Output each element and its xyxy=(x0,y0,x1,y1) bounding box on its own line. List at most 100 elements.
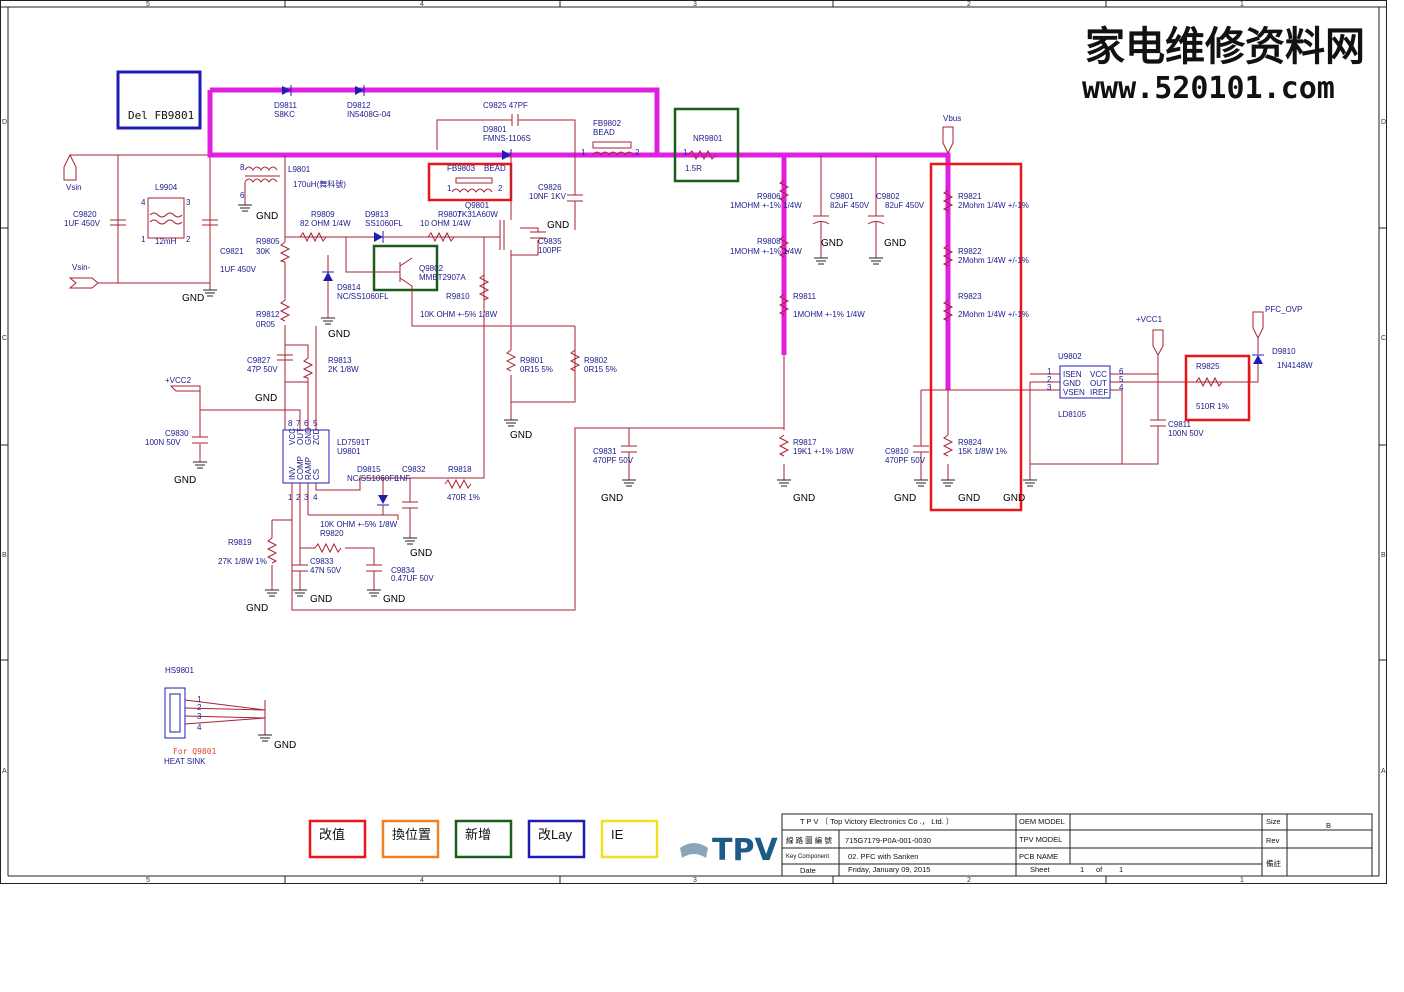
r9820-ref: R9820 xyxy=(320,529,344,538)
u9802-pin2-num: 2 xyxy=(1047,375,1052,384)
fb9803-ref: FB9803 xyxy=(447,164,476,173)
c9827-value: 47P 50V xyxy=(247,365,278,374)
gnd-label-c9831: GND xyxy=(601,493,623,504)
c9810-ref: C9810 xyxy=(885,447,909,456)
c9835-ref: C9835 xyxy=(538,237,562,246)
u9801-pin4-num: 4 xyxy=(313,493,318,502)
r9824-value: 15K 1/8W 1% xyxy=(958,447,1007,456)
watermark-url: www.520101.com xyxy=(1082,71,1335,106)
l9801-inductor xyxy=(244,166,278,171)
nr9801-thermistor xyxy=(687,149,717,161)
col-label-5-bottom: 5 xyxy=(146,877,150,884)
hs9801-ref: HS9801 xyxy=(165,666,194,675)
row-label-c: C xyxy=(2,335,7,342)
net-label-vsin-neg: Vsin- xyxy=(72,263,91,272)
q9801-mosfet xyxy=(499,155,512,325)
tb-oem-model-label: OEM MODEL xyxy=(1019,817,1065,826)
d9812-value: IN5408G-04 xyxy=(347,110,391,119)
r9810-value: 10K OHM +-5% 1/8W xyxy=(420,310,498,319)
hs9801-heatsink xyxy=(164,687,186,739)
row-label-d-right: D xyxy=(1381,119,1386,126)
col-label-2: 2 xyxy=(967,1,971,8)
r9822-resistor xyxy=(942,244,954,267)
u9801-pin2-num: 2 xyxy=(296,493,301,502)
c9811-value: 100N 50V xyxy=(1168,429,1204,438)
tb-remark-label: 備註 xyxy=(1266,858,1282,868)
gnd-label-r9824: GND xyxy=(958,493,980,504)
u9802-pin5-num: 5 xyxy=(1119,375,1124,384)
r9823-ref: R9823 xyxy=(958,292,982,301)
gnd-label-d9814: GND xyxy=(328,329,350,340)
tb-key-component-label: Key Component xyxy=(786,854,829,860)
gnd-label-c9827: GND xyxy=(255,393,277,404)
d9814-ref: D9814 xyxy=(337,283,361,292)
r9820-value: 10K OHM +-5% 1/8W xyxy=(320,520,398,529)
r9811-ref: R9811 xyxy=(793,292,817,301)
r9821-value: 2Mohm 1/4W +/-1% xyxy=(958,201,1029,210)
c9830-value: 100N 50V xyxy=(145,438,181,447)
u9801-pin-vcc: VCC xyxy=(288,428,297,445)
d9812-diode xyxy=(355,85,365,96)
c9832-value: 1NF xyxy=(395,474,410,483)
l9904-ref: L9904 xyxy=(155,183,178,192)
r9817-value: 19K1 +-1% 1/8W xyxy=(793,447,854,456)
c9833-ref: C9833 xyxy=(310,557,334,566)
r9809-ref: R9809 xyxy=(311,210,335,219)
u9801-value: LD7591T xyxy=(337,438,370,447)
vbus-port xyxy=(942,126,954,155)
d9814-diode xyxy=(322,271,334,281)
r9819-ref: R9819 xyxy=(228,538,252,547)
r9808-ref: R9808 xyxy=(757,237,781,246)
c9832-ref: C9832 xyxy=(402,465,426,474)
r9810-ref: R9810 xyxy=(446,292,470,301)
c9802-value: 82uF 450V xyxy=(885,201,925,210)
c9831-ref: C9831 xyxy=(593,447,617,456)
r9811-value: 1MOHM +-1% 1/4W xyxy=(793,310,865,319)
fb9803-value: BEAD xyxy=(484,164,506,173)
gnd-label-hs9801: GND xyxy=(274,740,296,751)
vcc2-port xyxy=(169,385,201,392)
u9802-pin6-num: 6 xyxy=(1119,367,1124,376)
r9802-ref: R9802 xyxy=(584,356,608,365)
nr9801-value: 1.5R xyxy=(685,164,702,173)
gnd-label-c9833: GND xyxy=(310,594,332,605)
gnd-label-l9801: GND xyxy=(256,211,278,222)
d9812-ref: D9812 xyxy=(347,101,371,110)
d9811-value: S8KC xyxy=(274,110,295,119)
q9802-value: MMBT2907A xyxy=(419,273,466,282)
net-label-vsin: Vsin xyxy=(66,183,82,192)
r9812-value: 0R05 xyxy=(256,320,276,329)
r9825-value: 510R 1% xyxy=(1196,402,1229,411)
r9821-resistor xyxy=(942,189,954,212)
d9815-diode xyxy=(377,495,389,506)
l9801-pin8: 8 xyxy=(240,163,245,172)
q9802-transistor xyxy=(345,237,575,327)
gnd-label-input: GND xyxy=(182,293,204,304)
fb9802-ref: FB9802 xyxy=(593,119,622,128)
change-legend: 改值 換位置 新增 改Lay IE xyxy=(308,819,659,859)
u9802-ic xyxy=(1059,365,1111,399)
tb-size-label: Size xyxy=(1266,817,1281,826)
nr9801-ref: NR9801 xyxy=(693,134,723,143)
r9805-value: 30K xyxy=(256,247,271,256)
u9802-value: LD8105 xyxy=(1058,410,1087,419)
r9805-resistor xyxy=(279,241,291,263)
row-label-c-right: C xyxy=(1381,335,1386,342)
r9806-resistor xyxy=(778,179,790,202)
row-label-a-right: A xyxy=(1381,768,1386,775)
gnd-label-sense: GND xyxy=(510,430,532,441)
d9813-diode xyxy=(374,231,384,243)
legend-swatch-added xyxy=(454,819,513,859)
c9820-value: 1UF 450V xyxy=(64,219,101,228)
d9814-value: NC/SS1060FL xyxy=(337,292,389,301)
u9801-pin-names: INV COMP RAMP CS VCC OUT GND ZCD xyxy=(288,427,321,480)
d9813-value: SS1060FL xyxy=(365,219,403,228)
u9802-ref: U9802 xyxy=(1058,352,1082,361)
col-label-1-bottom: 1 xyxy=(1240,877,1244,884)
r9822-ref: R9822 xyxy=(958,247,982,256)
r9809-resistor xyxy=(299,231,327,243)
c9801-ref: C9801 xyxy=(830,192,854,201)
col-label-4: 4 xyxy=(420,1,424,8)
r9802-value: 0R15 5% xyxy=(584,365,617,374)
d9815-value: NC/SS1060FL xyxy=(347,474,399,483)
